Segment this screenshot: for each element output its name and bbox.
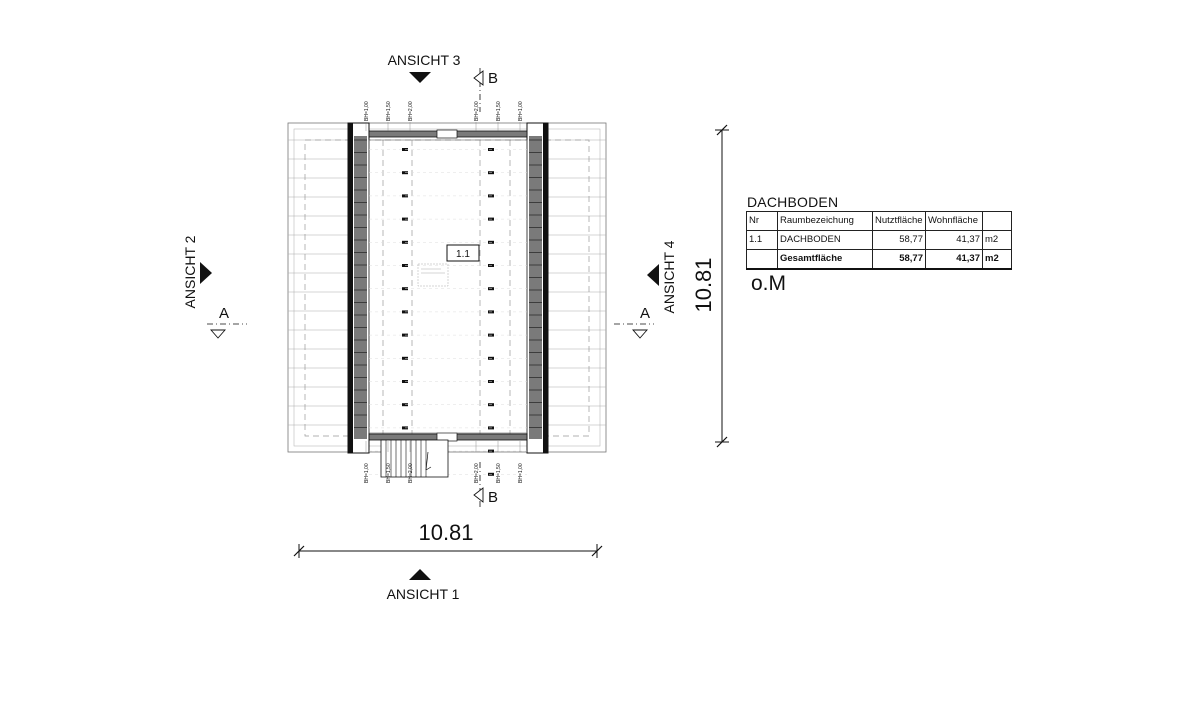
window-label-bottom: BH=2,00 [474,463,480,483]
cell-name: DACHBODEN [777,230,873,250]
room-tag-label: 1.1 [456,249,470,260]
table-total-row: Gesamtfläche 58,77 41,37 m2 [746,249,1012,270]
section-arrow-icon [473,70,484,86]
total-nr [746,249,778,270]
view-arrow-down-icon [409,72,431,83]
window-label-top: BH=1,50 [386,101,392,121]
window-label-top: BH=1,00 [364,101,370,121]
view-marker-ansicht-1: ANSICHT 1 [387,569,460,602]
total-label: Gesamtfläche [777,249,873,270]
ansicht-4-label: ANSICHT 4 [661,240,677,313]
window-label-bottom: BH=1,50 [496,463,502,483]
ansicht-1-label: ANSICHT 1 [387,586,460,602]
cell-nutzflaeche: 58,77 [872,230,926,250]
total-unit: m2 [982,249,1012,270]
window-label-top: BH=2,00 [408,101,414,121]
total-nutzflaeche: 58,77 [872,249,926,270]
window-label-bottom: BH=2,00 [408,463,414,483]
dimension-depth: 10.81 [691,124,729,448]
dimension-width: 10.81 [293,520,603,558]
ansicht-3-label: ANSICHT 3 [388,52,461,68]
section-arrow-icon [473,487,484,503]
roof-tile-lines-left [288,139,348,426]
window-label-top: BH=1,00 [518,101,524,121]
window-label-bottom: BH=1,00 [518,463,524,483]
cell-wohnflaeche: 41,37 [925,230,983,250]
header-wohnflaeche: Wohnfläche [925,211,983,231]
view-marker-ansicht-4: ANSICHT 4 [647,240,677,313]
header-nutzflaeche: Nutztfläche [872,211,926,231]
wall-segment-ticks [354,139,542,428]
total-wohnflaeche: 41,37 [925,249,983,270]
building-walls [347,122,549,454]
dimension-depth-label: 10.81 [691,257,716,312]
room-interior-outline [368,139,528,434]
section-marker-a-left: A [207,305,247,339]
cell-nr: 1.1 [746,230,778,250]
dimension-width-label: 10.81 [418,520,473,545]
area-schedule-title: DACHBODEN [747,194,839,210]
room-tag: 1.1 [417,244,480,287]
view-arrow-right-icon [200,262,212,284]
section-b-top-label: B [488,70,498,87]
section-a-left-label: A [219,305,229,322]
section-arrow-icon [632,329,648,339]
ansicht-2-label: ANSICHT 2 [182,235,198,308]
window-label-top: BH=1,50 [496,101,502,121]
level-note: o.M [751,272,787,295]
header-raumbezeichnung: Raumbezeichung [777,211,873,231]
view-arrow-left-icon [647,264,659,286]
view-marker-ansicht-2: ANSICHT 2 [182,235,212,308]
section-a-right-label: A [640,305,650,322]
window-label-bottom: BH=1,00 [364,463,370,483]
roof-eaves-outline [287,122,607,453]
section-b-bottom-label: B [488,489,498,506]
header-nr: Nr [746,211,778,231]
header-unit [982,211,1012,231]
section-marker-a-right: A [614,305,654,339]
window-label-top: BH=2,00 [474,101,480,121]
section-arrow-icon [210,329,226,339]
roof-beam-markers [369,148,527,476]
table-header-row: Nr Raumbezeichung Nutztfläche Wohnfläche [746,211,1012,231]
window-label-bottom: BH=1,50 [386,463,392,483]
cell-unit: m2 [982,230,1012,250]
roof-tile-lines-right [548,139,606,426]
area-table: Nr Raumbezeichung Nutztfläche Wohnfläche… [746,211,1012,270]
view-arrow-up-icon [409,569,431,580]
area-schedule: DACHBODEN Nr Raumbezeichung Nutztfläche … [746,194,1012,270]
table-row: 1.1 DACHBODEN 58,77 41,37 m2 [746,230,1012,250]
section-marker-b-top: B [473,68,498,112]
stair-symbol [380,439,449,478]
section-marker-b-bottom: B [473,462,498,510]
view-marker-ansicht-3: ANSICHT 3 [388,52,461,83]
